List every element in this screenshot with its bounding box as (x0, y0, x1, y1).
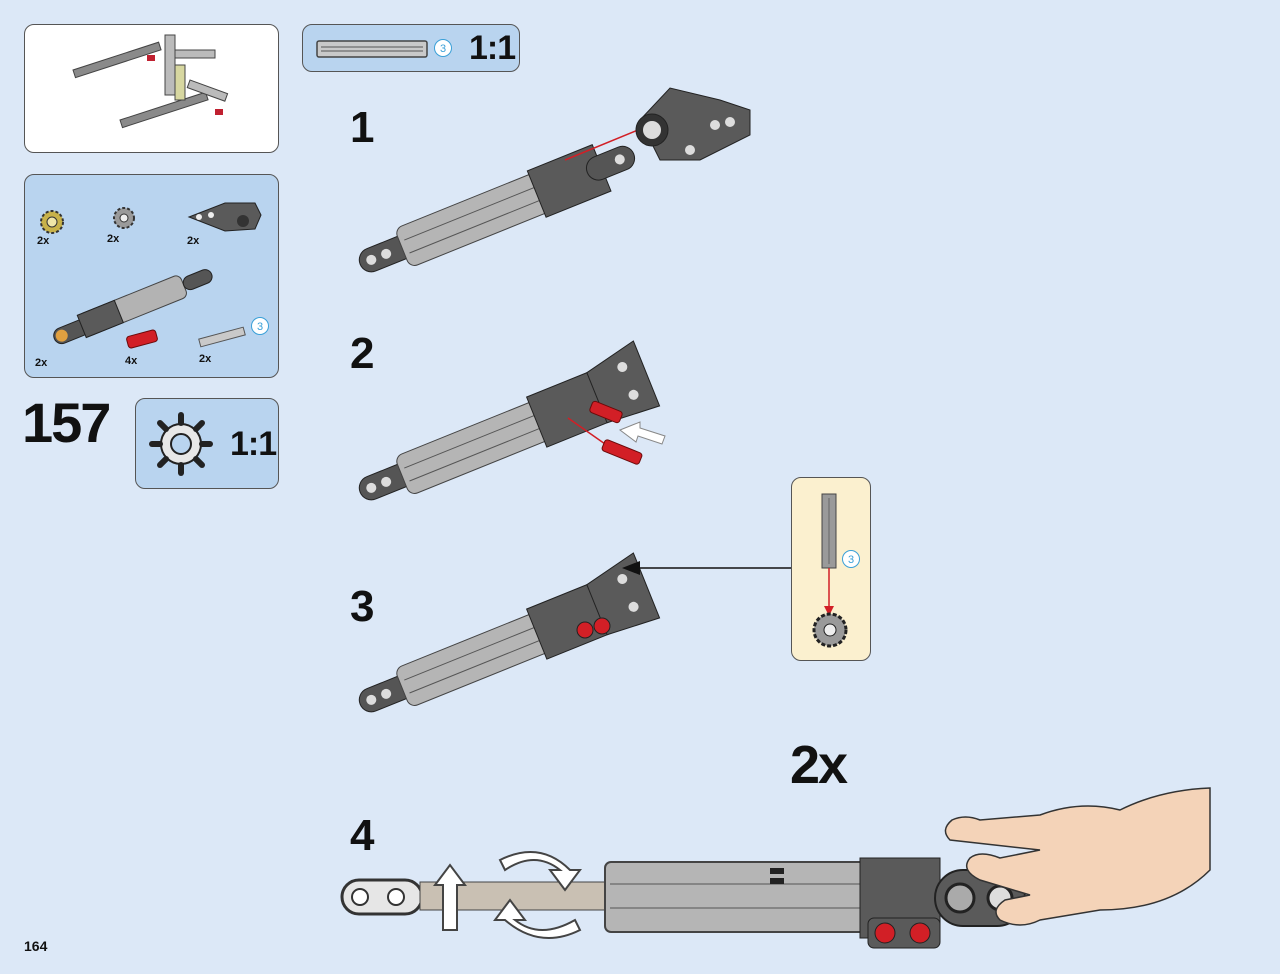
scale-label: 1:1 (230, 425, 277, 463)
step-number: 1 (350, 103, 375, 152)
part-qty: 2x (37, 235, 50, 247)
scale-label: 1:1 (469, 29, 516, 67)
axle-scale-callout: 3 1:1 (302, 24, 520, 72)
gear-gray-icon (113, 207, 135, 229)
insert-arrow-down-icon (824, 568, 834, 616)
part-qty: 2x (107, 233, 120, 245)
step-number: 3 (350, 582, 375, 631)
model-preview-box (24, 24, 279, 153)
axle-length-badge: 3 (842, 550, 860, 568)
page-number: 164 (24, 938, 48, 954)
step-3-illustration (358, 552, 661, 713)
sub-assembly-callout: 3 (791, 477, 871, 661)
red-pin-icon (126, 329, 158, 349)
gear-scale-callout: 1:1 (135, 398, 279, 489)
connector-icon (187, 202, 262, 232)
gear-yellow-icon (40, 210, 64, 234)
main-step-number: 157 (22, 391, 111, 454)
rotate-arrows-icon (433, 851, 582, 939)
shock-absorber-icon (53, 269, 213, 345)
axle-icon (316, 40, 428, 58)
part-qty: 2x (187, 235, 200, 247)
insert-arrow (622, 561, 792, 575)
part-qty: 2x (199, 353, 212, 365)
axle-length-badge: 3 (251, 317, 269, 335)
part-qty: 4x (125, 355, 138, 367)
step-number: 4 (350, 811, 375, 860)
axle-icon (821, 493, 837, 569)
step-1-illustration (358, 87, 751, 273)
step-4-illustration (340, 787, 1211, 949)
parts-list-box: 2x 2x 2x 2x 4x 3 2x (24, 174, 279, 378)
hand-icon (944, 787, 1211, 926)
axle-length-badge: 3 (434, 39, 452, 57)
step-number: 2 (350, 329, 375, 378)
axle-icon (198, 326, 246, 348)
gear-icon (149, 412, 213, 476)
multiplier-label: 2x (790, 735, 848, 795)
step-2-illustration (358, 340, 666, 501)
model-preview-image (72, 34, 229, 129)
part-qty: 2x (35, 357, 48, 369)
gear-gray-icon (812, 612, 848, 648)
